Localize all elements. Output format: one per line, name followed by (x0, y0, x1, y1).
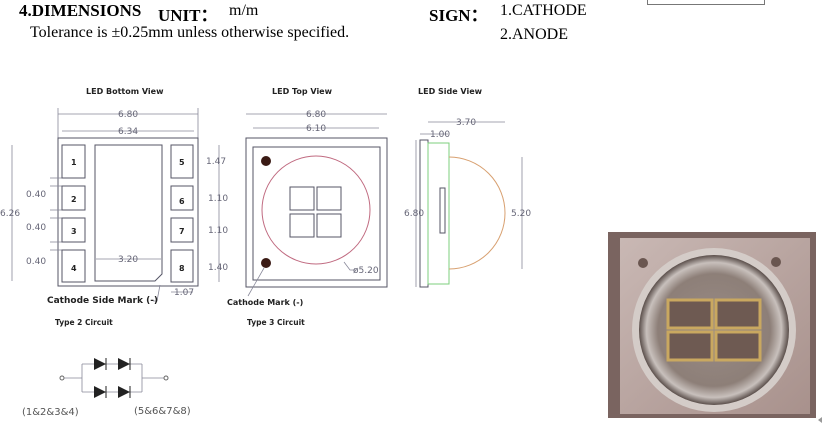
dim-inner-width: 6.34 (118, 127, 138, 137)
dim-height: 6.26 (0, 209, 20, 219)
pin-2: 2 (71, 195, 77, 204)
diode-icons (94, 358, 130, 398)
dim-top-outer-width: 6.80 (306, 110, 326, 120)
sign-anode: 2.ANODE (500, 26, 568, 43)
pin-7: 7 (179, 227, 185, 236)
bottom-outline (57, 137, 199, 287)
dim-base: 1.00 (430, 130, 450, 140)
dim-pad6: 1.10 (208, 194, 228, 204)
bottom-view-title: LED Bottom View (86, 87, 164, 96)
circuit-schematic: (1&2&3&4) (5&6&7&8) (22, 358, 191, 418)
cathode-dot-top (261, 156, 271, 166)
pin-1: 1 (71, 158, 77, 167)
dim-pad-center: 3.20 (118, 255, 138, 265)
dim-lens-height: 5.20 (511, 209, 531, 219)
pin-4: 4 (71, 264, 77, 273)
side-view-title: LED Side View (418, 87, 483, 96)
dim-gap3: 0.40 (26, 257, 46, 267)
dim-lens-diameter: ø5.20 (353, 266, 379, 276)
unit-value: m/m (229, 2, 259, 19)
top-view-title: LED Top View (272, 87, 333, 96)
type3-circuit-label: Type 3 Circuit (247, 318, 305, 327)
header-box-fragment (647, 0, 765, 5)
dim-depth: 3.70 (456, 118, 476, 128)
type2-circuit-label: Type 2 Circuit (55, 318, 113, 327)
cathode-mark-label: Cathode Mark (-) (227, 298, 303, 307)
circuit-right-pins: (5&6&7&8) (134, 406, 191, 417)
led-top-view: LED Top View 6.80 6.10 ø5.20 Cathode Mar… (227, 87, 388, 327)
pin-8: 8 (179, 264, 185, 273)
section-title: 4.DIMENSIONS (19, 1, 142, 20)
side-substrate (427, 142, 450, 285)
lens-circle (261, 155, 371, 265)
pin-3: 3 (71, 227, 77, 236)
pin-5: 5 (179, 158, 185, 167)
dim-pad8: 1.40 (208, 263, 228, 273)
pin-6: 6 (179, 197, 185, 206)
dim-gap2: 0.40 (26, 223, 46, 233)
circuit-left-pins: (1&2&3&4) (22, 407, 79, 418)
tolerance-note: Tolerance is ±0.25mm unless otherwise sp… (30, 24, 350, 41)
dim-pad7: 1.10 (208, 226, 228, 236)
side-dome (448, 156, 506, 270)
led-bottom-view: LED Bottom View 6.80 6.34 6.26 0.40 0.40… (0, 87, 228, 327)
dim-pad-width: 1.07 (174, 288, 194, 298)
dim-gap1: 0.40 (26, 190, 46, 200)
sign-cathode: 1.CATHODE (500, 2, 587, 19)
dim-outer-width: 6.80 (118, 110, 138, 120)
sign-label: SIGN： (429, 6, 488, 25)
thermal-pad (94, 144, 163, 282)
cathode-dot-bottom (261, 258, 271, 268)
led-side-view: LED Side View 3.70 1.00 6.80 5.20 (404, 87, 531, 288)
dim-side-height: 6.80 (404, 209, 424, 219)
cathode-side-mark-label: Cathode Side Mark (-) (47, 296, 158, 306)
dim-pad5: 1.47 (206, 157, 226, 167)
unit-label: UNIT： (158, 6, 218, 25)
led-photo (608, 232, 822, 423)
dim-top-inner-width: 6.10 (306, 124, 326, 134)
